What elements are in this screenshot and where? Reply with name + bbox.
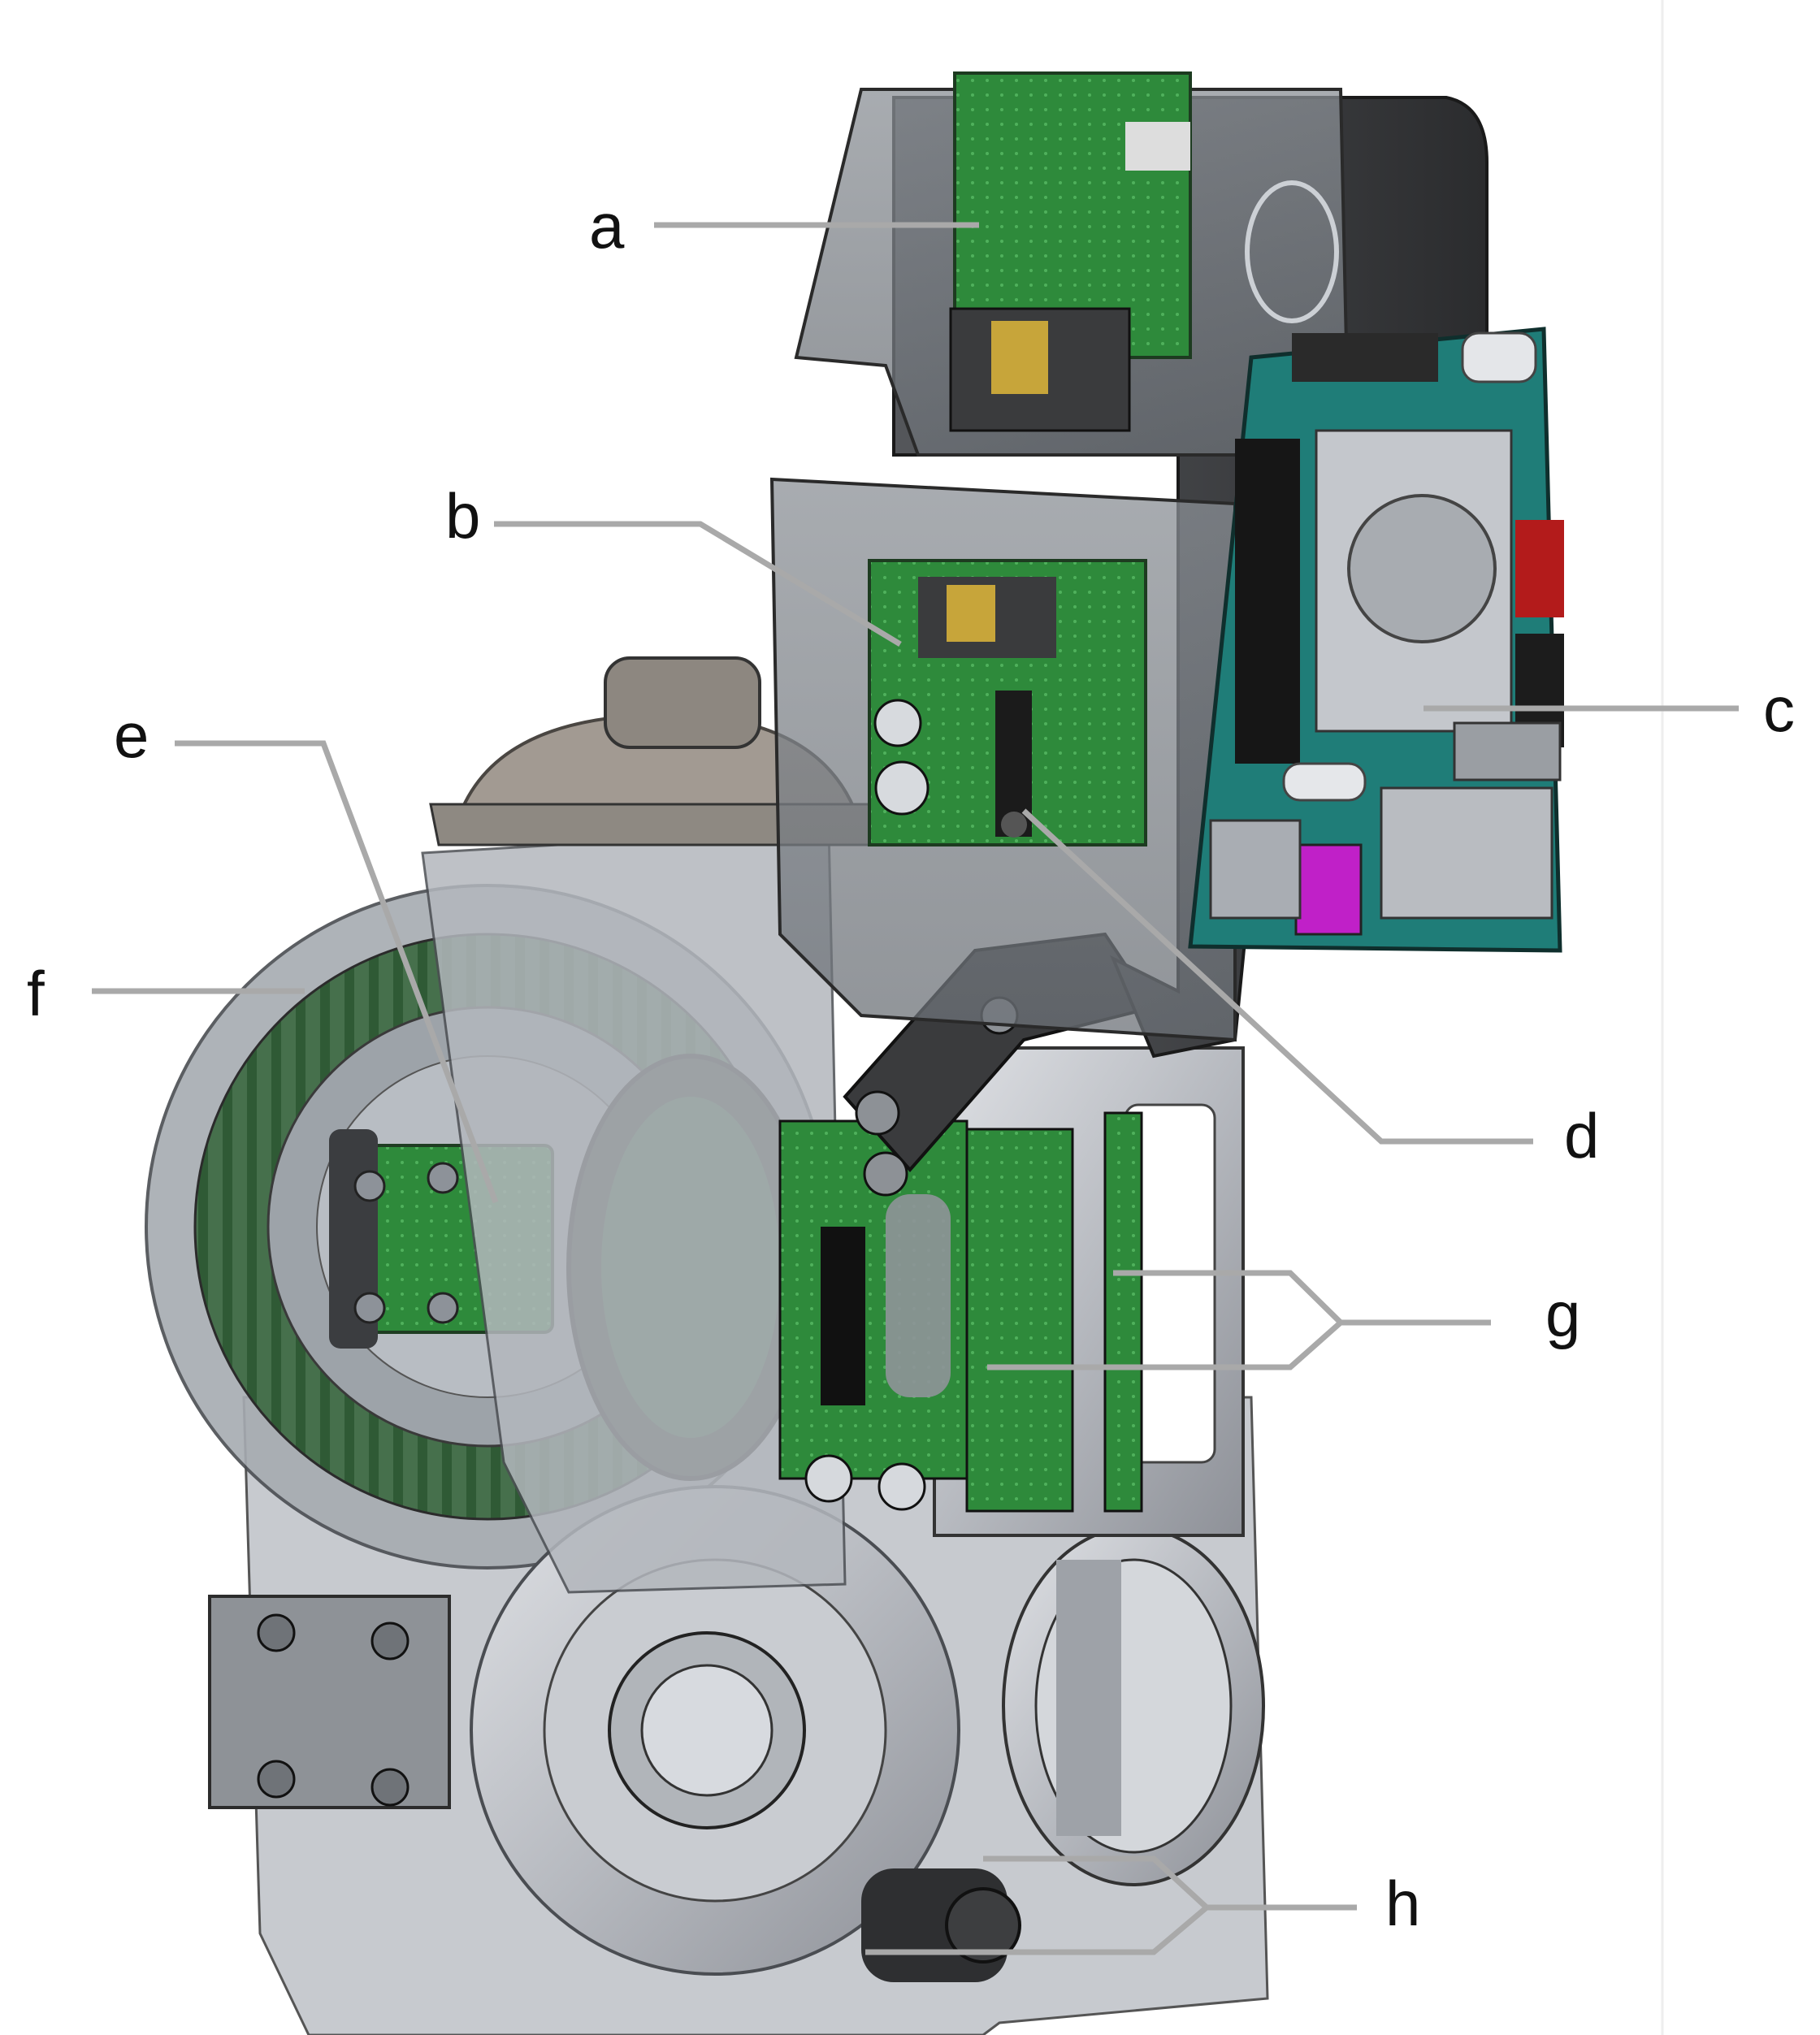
leader-line-g — [1113, 1270, 1491, 1326]
side-plate — [208, 1595, 451, 1809]
driver-pcb-rear — [1103, 1111, 1143, 1513]
leader-line-g-lower — [987, 1320, 1343, 1370]
leader-line-h — [983, 1855, 1357, 1911]
leader-line-e — [175, 740, 499, 1204]
callout-label-b: b — [445, 480, 480, 552]
driver-pcb-front — [965, 1128, 1074, 1513]
callout-label-c: c — [1763, 673, 1795, 745]
callout-label-e: e — [114, 699, 149, 771]
callout-label-g: g — [1545, 1279, 1580, 1350]
callout-label-h: h — [1385, 1868, 1420, 1939]
usb-port-block — [1380, 786, 1554, 920]
callouts: a b c d e f g h — [27, 190, 1795, 1955]
magenta-connector — [1294, 843, 1363, 936]
device-illustration — [145, 71, 1564, 2035]
leader-line-b — [494, 521, 902, 647]
leader-line-h-lower — [865, 1905, 1209, 1955]
leader-line-d — [1021, 808, 1533, 1145]
callout-label-d: d — [1564, 1100, 1599, 1171]
callout-label-f: f — [27, 958, 45, 1029]
callout-label-a: a — [589, 190, 625, 262]
